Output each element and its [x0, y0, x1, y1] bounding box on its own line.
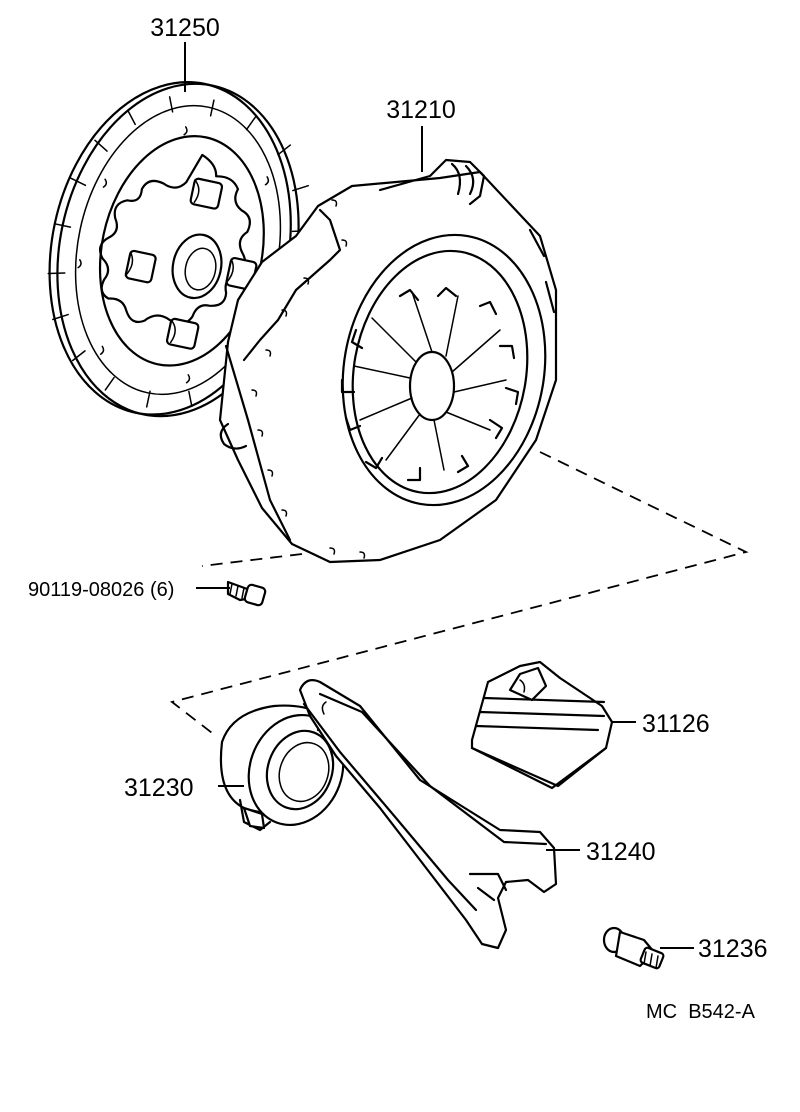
label-clutch-disc: 31250 — [150, 14, 220, 42]
alignment-lines — [170, 451, 749, 737]
bolt — [226, 580, 267, 607]
release-bearing — [219, 704, 346, 832]
label-clutch-cover: 31210 — [386, 96, 456, 124]
label-release-fork: 31240 — [586, 838, 656, 866]
label-bolt: 90119-08026 (6) — [28, 579, 174, 601]
label-release-fork-boot: 31126 — [642, 710, 710, 738]
leader-lines — [184, 42, 694, 949]
release-fork — [298, 679, 558, 950]
release-fork-boot — [470, 660, 614, 790]
label-pivot-stud: 31236 — [698, 935, 768, 963]
pivot-stud — [602, 926, 665, 970]
diagram-code: MC B542-A — [646, 1001, 756, 1023]
clutch-cover — [218, 158, 558, 564]
label-release-bearing: 31230 — [124, 774, 194, 802]
